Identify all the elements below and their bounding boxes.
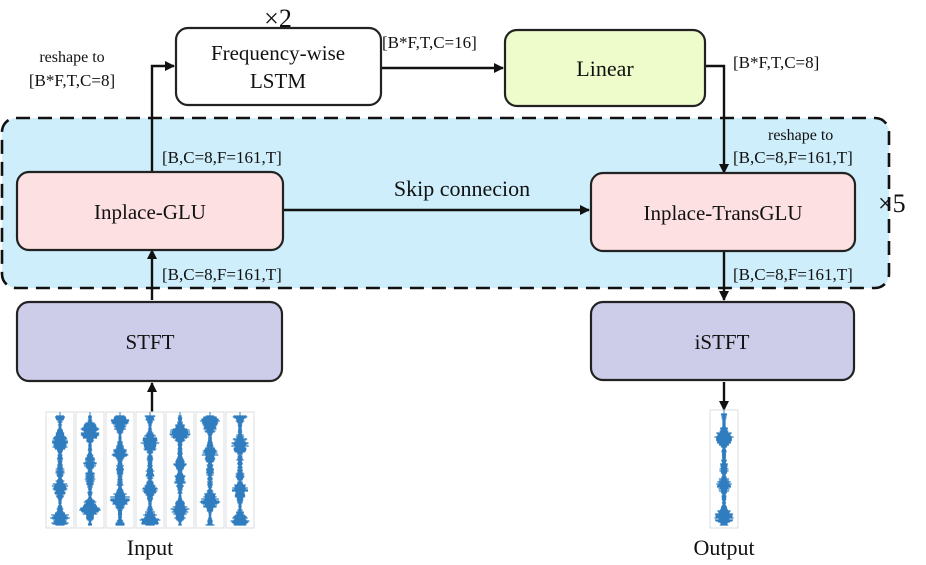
inplace-glu-label: Inplace-GLU [94,200,206,224]
linear-label: Linear [576,56,634,81]
input-waveform-strip [105,411,135,529]
input-waveform-strip [225,411,255,529]
transglu-out-shape: [B,C=8,F=161,T] [733,265,853,284]
linear-out-shape: [B*F,T,C=8] [733,53,819,72]
reshape-back-line1: reshape to [768,127,833,144]
inplace-transglu-block: Inplace-TransGLU [589,171,857,253]
arrow-glu-to-lstm [150,61,175,172]
reshape-back-line2: [B,C=8,F=161,T] [733,148,853,167]
glu-out-shape: [B,C=8,F=161,T] [162,148,282,167]
inplace-transglu-label: Inplace-TransGLU [643,201,802,225]
freq-lstm-label-line1: Frequency-wise [211,41,345,65]
reshape-to-lstm-line1: reshape to [39,49,104,66]
stft-out-shape: [B,C=8,F=161,T] [162,265,282,284]
inplace-glu-block: Inplace-GLU [15,170,285,252]
istft-block: iSTFT [589,300,856,382]
output-waveform [709,409,739,529]
input-waveform-strip [75,411,105,529]
stft-label: STFT [125,330,174,354]
skip-connection-label: Skip connecion [394,176,530,201]
input-waveforms [45,411,255,529]
lstm-repeat-count: ×2 [264,4,292,33]
arrow-linear-to-transglu [705,64,729,174]
connections [147,61,729,412]
loop-repeat-count: ×5 [878,189,906,218]
istft-label: iSTFT [695,330,750,354]
stft-block: STFT [15,300,284,383]
input-waveform-strip [195,411,225,529]
input-waveform-strip [45,411,75,529]
output-waveform-strip [709,409,739,529]
lstm-to-linear-shape: [B*F,T,C=16] [382,33,477,52]
linear-block: Linear [503,28,707,108]
freq-lstm-label-line2: LSTM [250,69,306,93]
reshape-to-lstm-line2: [B*F,T,C=8] [29,71,115,90]
input-waveform-strip [135,411,165,529]
output-label: Output [693,535,754,560]
input-label: Input [127,535,173,560]
freq-lstm-block: Frequency-wise LSTM [174,26,383,107]
input-waveform-strip [165,411,195,529]
